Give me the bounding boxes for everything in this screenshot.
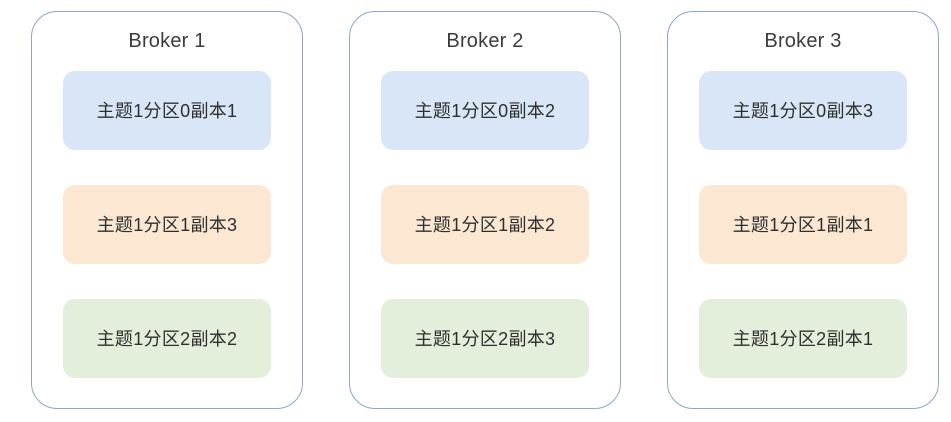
replica-box-topic1-partition0: 主题1分区0副本3: [699, 71, 907, 150]
replica-box-topic1-partition1: 主题1分区1副本3: [63, 185, 271, 264]
replica-stack: 主题1分区0副本3 主题1分区1副本1 主题1分区2副本1: [668, 71, 938, 378]
broker-card-3: Broker 3 主题1分区0副本3 主题1分区1副本1 主题1分区2副本1: [667, 11, 939, 409]
broker-card-2: Broker 2 主题1分区0副本2 主题1分区1副本2 主题1分区2副本3: [349, 11, 621, 409]
replica-box-topic1-partition1: 主题1分区1副本1: [699, 185, 907, 264]
broker-title: Broker 2: [446, 30, 524, 52]
broker-card-1: Broker 1 主题1分区0副本1 主题1分区1副本3 主题1分区2副本2: [31, 11, 303, 409]
replica-box-topic1-partition2: 主题1分区2副本2: [63, 299, 271, 378]
replica-stack: 主题1分区0副本2 主题1分区1副本2 主题1分区2副本3: [350, 71, 620, 378]
replica-box-topic1-partition1: 主题1分区1副本2: [381, 185, 589, 264]
replica-box-topic1-partition0: 主题1分区0副本2: [381, 71, 589, 150]
replica-box-topic1-partition0: 主题1分区0副本1: [63, 71, 271, 150]
replica-box-topic1-partition2: 主题1分区2副本3: [381, 299, 589, 378]
replica-box-topic1-partition2: 主题1分区2副本1: [699, 299, 907, 378]
replica-stack: 主题1分区0副本1 主题1分区1副本3 主题1分区2副本2: [32, 71, 302, 378]
broker-title: Broker 3: [764, 30, 842, 52]
broker-title: Broker 1: [128, 30, 206, 52]
